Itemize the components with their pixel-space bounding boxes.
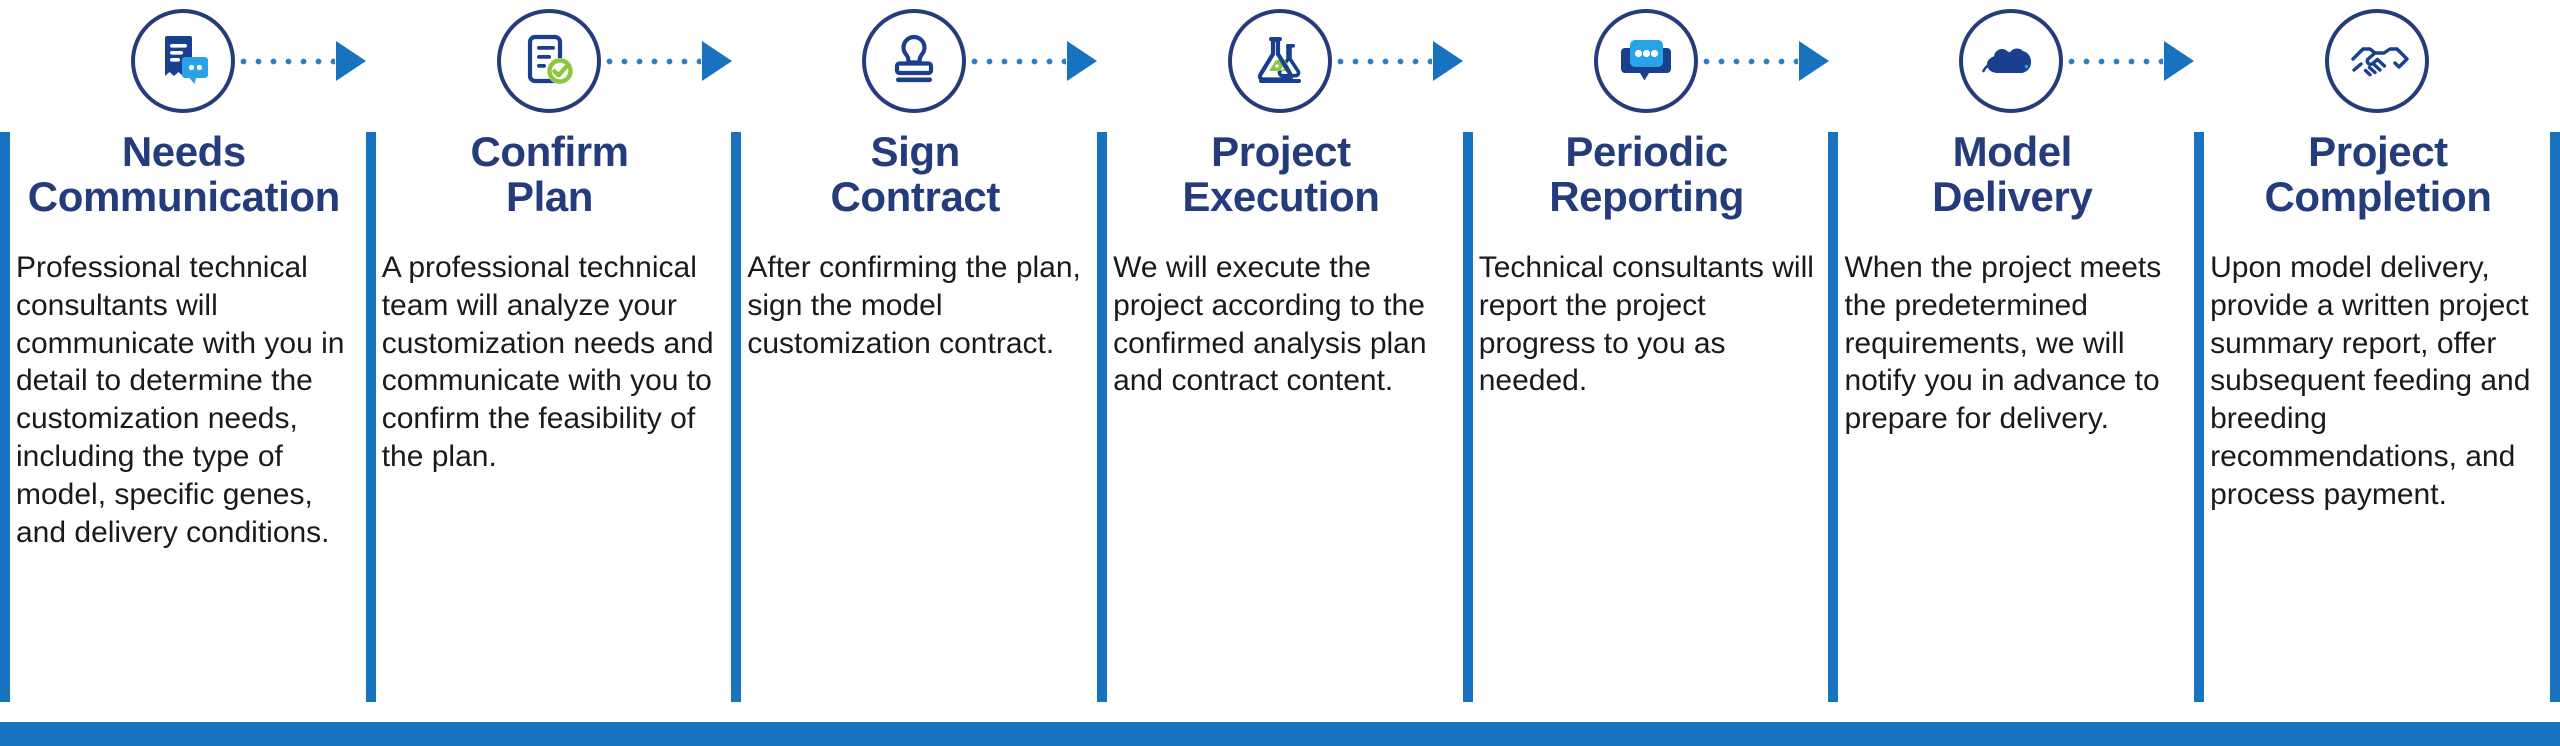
step-2-icon-cell: [366, 0, 732, 122]
step-6-icon-cell: [1828, 0, 2195, 122]
step-card-3: Sign Contract After confirming the plan,…: [731, 122, 1098, 722]
step-card-4: Project Execution We will execute the pr…: [1097, 122, 1463, 722]
connector-arrowhead: [1433, 41, 1464, 81]
step-6-title-line1: Model: [1952, 128, 2073, 175]
step-2-title-line2: Plan: [505, 172, 594, 220]
step-7-icon-circle[interactable]: [2324, 9, 2429, 113]
step-6-title-line2: Delivery: [1932, 172, 2093, 220]
step-5-title: Periodic Reporting: [1479, 128, 1815, 220]
step-3-title: Sign Contract: [747, 128, 1083, 220]
step-5-body: Technical consultants will report the pr…: [1478, 251, 1814, 398]
connector-dots: [601, 57, 701, 65]
bottom-accent-bar: [0, 722, 2560, 746]
step-7-icon-cell: [2194, 0, 2560, 122]
flask-icon: [1257, 37, 1301, 83]
step-7-title-line1: Project: [2308, 128, 2448, 175]
document-chat-icon: [164, 36, 208, 84]
connector-dots: [1333, 57, 1433, 65]
step-7-title: Project Completion: [2210, 128, 2546, 220]
connector-arrowhead: [701, 41, 732, 81]
step-card-7: Project Completion Upon model delivery, …: [2194, 122, 2560, 722]
card-band: Needs Communication Professional technic…: [0, 122, 2560, 722]
connector-dots: [1698, 57, 1798, 65]
step-5-icon-cell: [1463, 0, 1829, 122]
chat-bubble-icon: [1620, 40, 1671, 81]
connector-arrowhead: [1067, 41, 1098, 81]
step-3-title-line1: Sign: [870, 128, 961, 175]
connector-dots: [2064, 57, 2164, 65]
step-4-icon-circle[interactable]: [1227, 9, 1332, 113]
step-4-icon-cell: [1097, 0, 1464, 122]
document-check-icon: [527, 34, 573, 84]
handshake-icon: [2351, 47, 2409, 77]
connector-arrowhead: [336, 41, 366, 81]
step-1-title-line2: Communication: [27, 172, 341, 220]
icon-band: [0, 0, 2560, 122]
step-1-icon-cell: [0, 0, 366, 122]
step-2-body: A professional technical team will analy…: [381, 251, 714, 474]
step-2-title-line1: Confirm: [470, 128, 629, 175]
step-4-title: Project Execution: [1113, 128, 1449, 220]
step-1-body: Professional technical consultants will …: [16, 251, 345, 549]
step-3-icon-circle[interactable]: [862, 9, 967, 113]
step-2-icon-circle[interactable]: [496, 9, 601, 113]
step-7-title-line2: Completion: [2264, 172, 2492, 220]
step-card-5: Periodic Reporting Technical consultants…: [1462, 122, 1829, 722]
step-card-2: Confirm Plan A professional technical te…: [365, 122, 732, 722]
connector-dots: [967, 57, 1067, 65]
step-3-body: After confirming the plan, sign the mode…: [747, 251, 1081, 360]
step-6-body: When the project meets the predetermined…: [1844, 251, 2162, 436]
step-5-title-line2: Reporting: [1549, 172, 1744, 220]
step-card-1: Needs Communication Professional technic…: [0, 122, 366, 722]
connector-dots: [236, 57, 335, 65]
step-6-icon-circle[interactable]: [1959, 9, 2064, 113]
step-5-title-line1: Periodic: [1565, 128, 1728, 175]
step-4-body: We will execute the project according to…: [1113, 251, 1427, 398]
step-1-title: Needs Communication: [16, 128, 352, 220]
step-4-title-line2: Execution: [1182, 172, 1380, 220]
step-3-icon-cell: [731, 0, 1098, 122]
step-1-title-line1: Needs: [121, 128, 246, 175]
step-7-body: Upon model delivery, provide a written p…: [2210, 251, 2531, 511]
step-3-title-line2: Contract: [830, 172, 1000, 220]
step-1-icon-circle[interactable]: [130, 9, 235, 113]
step-6-title: Model Delivery: [1844, 128, 2180, 220]
stamp-icon: [895, 34, 934, 83]
step-card-6: Model Delivery When the project meets th…: [1828, 122, 2195, 722]
connector-arrowhead: [2164, 41, 2195, 81]
step-2-title: Confirm Plan: [382, 128, 718, 220]
mouse-icon: [1982, 48, 2032, 73]
connector-arrowhead: [1798, 41, 1829, 81]
step-5-icon-circle[interactable]: [1593, 9, 1698, 113]
step-4-title-line1: Project: [1211, 128, 1351, 175]
